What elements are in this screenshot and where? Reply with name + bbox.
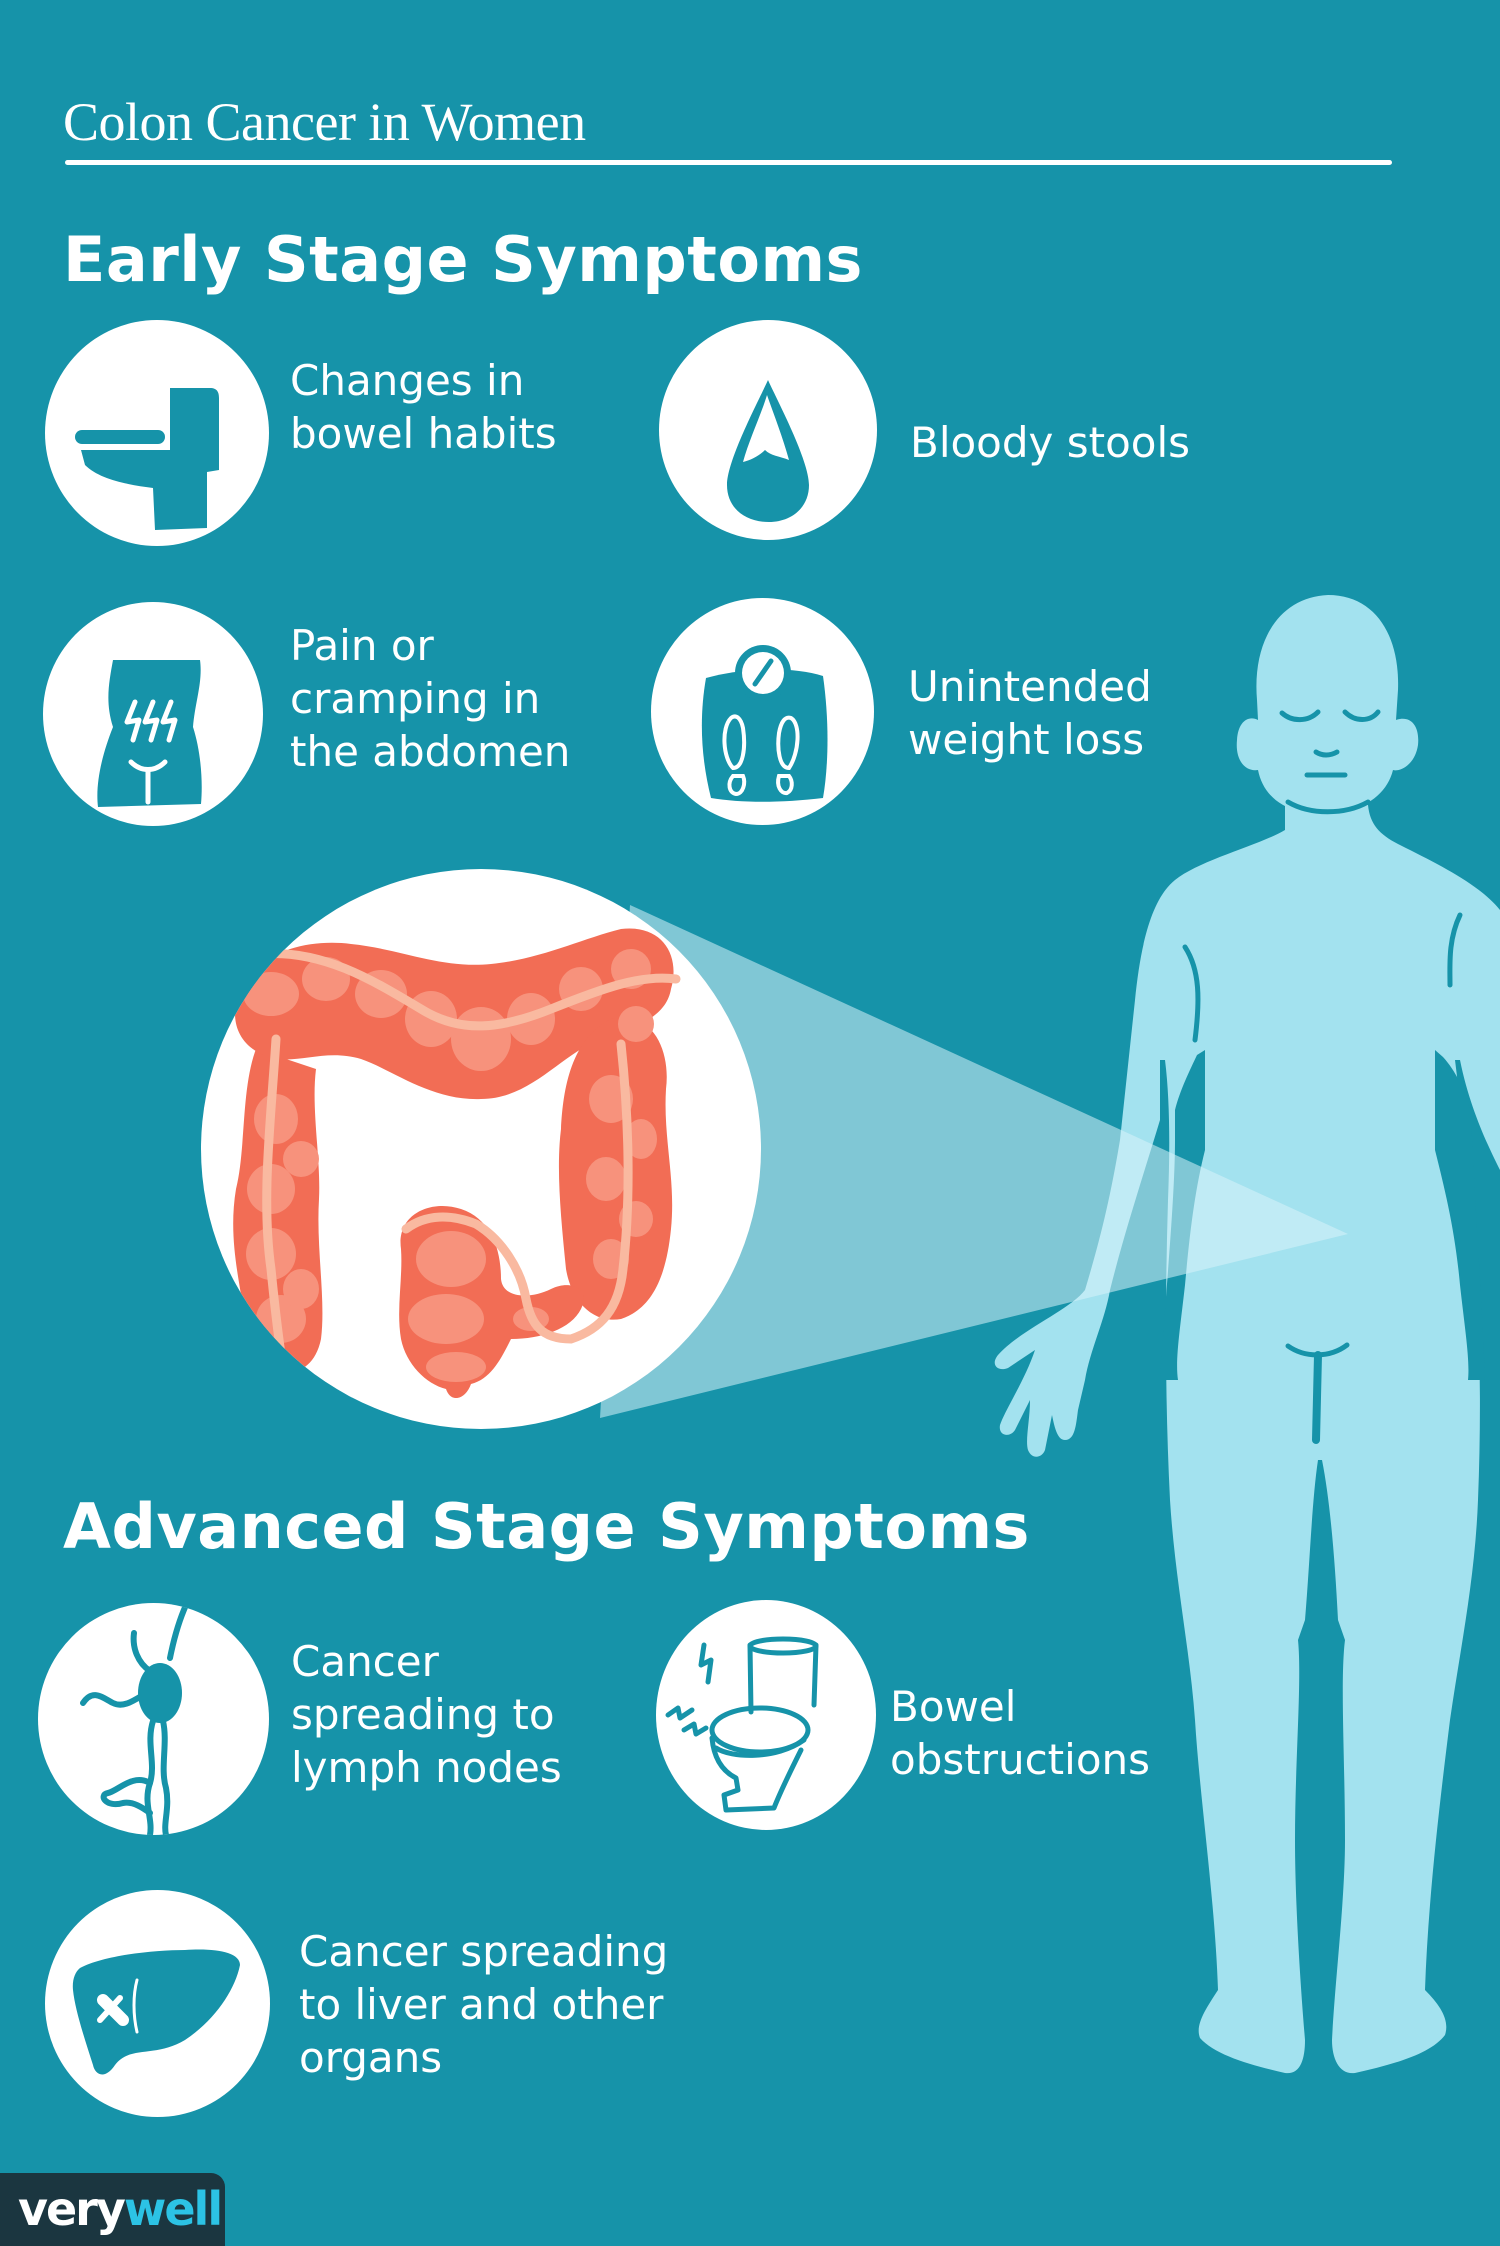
- colon-icon: [233, 928, 681, 1399]
- abdomen-pain-icon: [97, 660, 202, 807]
- page-title: Colon Cancer in Women: [63, 92, 586, 152]
- advanced-symptom-icon-circle-2: [656, 1600, 876, 1830]
- early-symptom-icon-circle-4: [651, 598, 874, 825]
- toilet-obstruction-icon: [665, 1636, 819, 1813]
- early-symptom-icon-circle-1: [45, 320, 269, 546]
- advanced-stage-heading: Advanced Stage Symptoms: [63, 1490, 1030, 1563]
- toilet-icon: [75, 388, 219, 530]
- verywell-logo[interactable]: verywell: [0, 2173, 225, 2246]
- advanced-symptom-label-3: Cancer spreading to liver and other orga…: [299, 1927, 669, 2082]
- early-symptom-label-3: Pain or cramping in the abdomen: [290, 621, 571, 776]
- advanced-symptom-label-2: Bowel obstructions: [890, 1682, 1151, 1784]
- advanced-symptom-icon-circle-3: [45, 1890, 270, 2117]
- early-symptom-label-2: Bloody stools: [910, 418, 1191, 467]
- early-symptom-label-1: Changes in bowel habits: [290, 356, 557, 458]
- weight-scale-icon: [701, 645, 828, 802]
- lymph-node-icon: [80, 1603, 189, 1835]
- early-stage-heading: Early Stage Symptoms: [63, 223, 863, 296]
- early-symptom-label-4: Unintended weight loss: [908, 662, 1152, 764]
- logo-text: verywell: [18, 2182, 223, 2236]
- advanced-symptom-label-1: Cancer spreading to lymph nodes: [291, 1637, 562, 1792]
- early-symptom-icon-circle-3: [43, 602, 263, 826]
- colon-illustration-circle: [201, 869, 761, 1429]
- female-body-silhouette: [994, 595, 1500, 2074]
- blood-drop-icon: [727, 380, 809, 522]
- early-symptom-icon-circle-2: [659, 320, 877, 540]
- advanced-symptom-icon-circle-1: [38, 1603, 269, 1835]
- title-divider: [65, 160, 1392, 165]
- liver-icon: [72, 1949, 240, 2075]
